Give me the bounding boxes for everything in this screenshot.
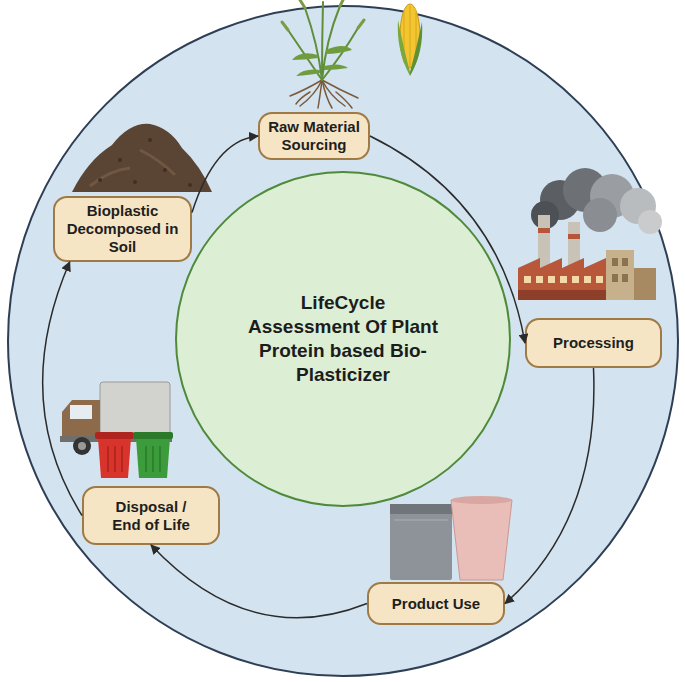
corn-icon [398, 4, 423, 76]
cycle-arrow [192, 136, 258, 213]
stage-box: Disposal / End of Life [82, 486, 220, 545]
cycle-arrow [151, 545, 367, 618]
cycle-arrow [505, 368, 594, 604]
stage-label: Processing [553, 334, 634, 352]
stage-label: Disposal / End of Life [105, 498, 197, 534]
factory-icon [518, 168, 662, 300]
stage-box: Raw Material Sourcing [258, 112, 370, 160]
stage-label: Product Use [392, 595, 480, 613]
center-title: LifeCycle Assessment Of Plant Protein ba… [243, 291, 443, 387]
stage-label: Bioplastic Decomposed in Soil [61, 202, 184, 256]
stage-box: Product Use [367, 582, 505, 625]
outer-circle [8, 6, 678, 676]
garbage-truck-icon [60, 382, 173, 478]
center-circle: LifeCycle Assessment Of Plant Protein ba… [175, 171, 511, 507]
stage-box: Processing [525, 318, 662, 368]
product-icons [390, 496, 512, 580]
stage-box: Bioplastic Decomposed in Soil [53, 196, 192, 262]
soil-pile-icon [72, 124, 212, 192]
plant-icon [282, 0, 364, 108]
cycle-arrow [43, 262, 82, 516]
cycle-arrow [370, 136, 525, 343]
stage-label: Raw Material Sourcing [266, 118, 362, 154]
